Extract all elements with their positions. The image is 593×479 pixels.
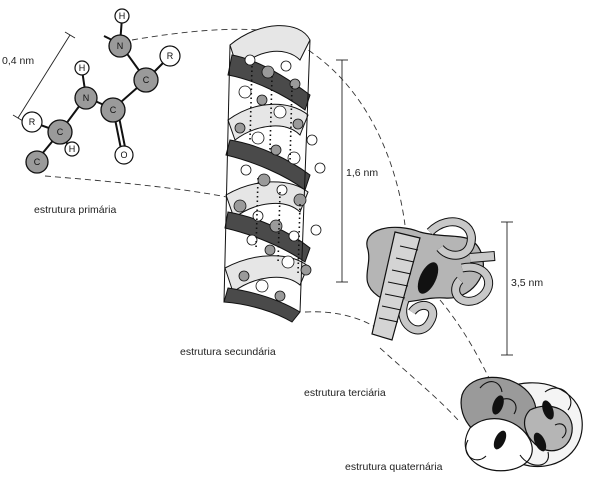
atom-c-bottom: C [25, 150, 49, 174]
quaternary-structure: estrutura quaternária [345, 376, 583, 473]
svg-text:H: H [69, 144, 76, 154]
svg-text:H: H [79, 63, 86, 73]
secondary-structure-label: estrutura secundária [180, 346, 276, 358]
quaternary-heme-3 [493, 430, 507, 450]
primary-dimension-label: 0,4 nm [2, 55, 34, 67]
tertiary-dimension-label: 3,5 nm [511, 277, 543, 289]
connector-secondary-bottom [304, 311, 381, 331]
connector-tertiary-bottom [379, 347, 459, 421]
atom-r-left: R [21, 111, 43, 133]
atom-c-mid: C [100, 97, 126, 123]
tertiary-heme-disc [417, 262, 439, 294]
helix-ribbon-2 [227, 54, 311, 111]
atom-n-top: N [108, 34, 132, 58]
quaternary-heme-4 [533, 432, 547, 452]
atom-o-mid: O [114, 145, 134, 165]
secondary-dimension-label: 1,6 nm [346, 167, 378, 179]
helix-atoms [233, 54, 326, 302]
connector-primary-bottom [44, 175, 241, 201]
svg-text:R: R [167, 51, 174, 61]
svg-text:C: C [34, 157, 41, 167]
connector-tertiary-top [439, 299, 491, 381]
quaternary-heme-1 [492, 395, 504, 415]
helix-ribbon-3 [227, 103, 309, 141]
atom-h-top: H [114, 8, 130, 24]
atom-h-left: H [64, 141, 80, 157]
quaternary-heme-2 [542, 400, 554, 420]
secondary-structure-helix: 1,6 nm estrutura secundária [180, 25, 378, 358]
svg-text:C: C [110, 105, 117, 115]
svg-text:C: C [143, 75, 150, 85]
primary-dimension-line [17, 34, 71, 119]
tertiary-structure: 3,5 nm estrutura terciária [304, 217, 543, 399]
svg-text:C: C [57, 127, 64, 137]
tertiary-structure-label: estrutura terciária [304, 387, 386, 399]
hydrogen-bond-dots [249, 65, 301, 275]
atom-h-mid: H [74, 60, 90, 76]
primary-structure-label: estrutura primária [34, 204, 116, 216]
svg-text:R: R [29, 117, 36, 127]
svg-text:O: O [120, 150, 127, 160]
quaternary-loops [465, 381, 572, 466]
primary-structure: 0,4 nm H N C [2, 8, 181, 216]
svg-text:N: N [117, 41, 124, 51]
atom-r-top: R [159, 45, 181, 67]
connector-primary-top [131, 28, 261, 41]
atom-c-left: C [47, 119, 73, 145]
quaternary-structure-label: estrutura quaternária [345, 461, 443, 473]
connector-secondary-top [299, 44, 406, 226]
atom-n-mid: N [74, 86, 98, 110]
atom-c-top: C [133, 67, 159, 93]
svg-text:H: H [119, 11, 126, 21]
tertiary-helix-coil [371, 231, 421, 341]
helix-ribbon-8 [223, 287, 301, 323]
svg-text:N: N [83, 93, 90, 103]
